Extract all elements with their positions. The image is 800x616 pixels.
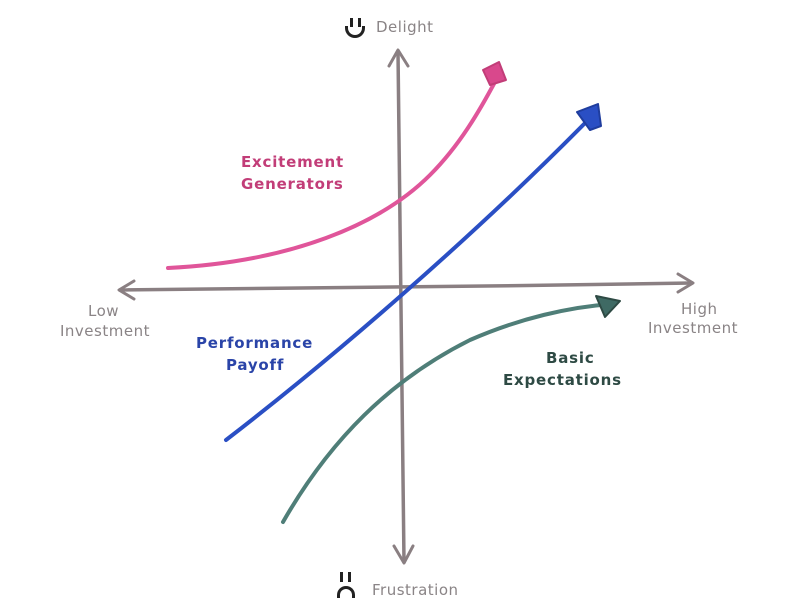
low-investment-label: Investment	[60, 322, 150, 340]
basic-curve	[281, 302, 614, 524]
horizontal-axis-right-arrow	[676, 272, 695, 294]
performance-arrowhead	[576, 103, 602, 131]
performance-label-line2: Payoff	[226, 356, 285, 374]
excitement-curve	[166, 78, 498, 270]
performance-curve	[224, 116, 592, 442]
performance-label-line1: Performance	[196, 334, 314, 352]
high-investment-label: Investment	[648, 319, 738, 337]
high-label: High	[681, 300, 718, 318]
vertical-axis-top-arrow	[387, 48, 410, 68]
basic-arrowhead	[595, 295, 621, 318]
frustration-label: Frustration	[372, 581, 459, 599]
smile-face-icon	[343, 14, 369, 44]
delight-label: Delight	[376, 18, 434, 36]
frown-face-icon	[333, 570, 359, 602]
basic-label-line1: Basic	[546, 349, 595, 367]
vertical-axis-bottom-arrow	[392, 544, 415, 565]
horizontal-axis	[118, 281, 694, 292]
vertical-axis	[396, 50, 406, 564]
excitement-label-line1: Excitement	[241, 153, 344, 171]
excitement-arrowhead	[482, 61, 507, 86]
horizontal-axis-left-arrow	[117, 279, 136, 301]
excitement-label-line2: Generators	[241, 175, 344, 193]
basic-label-line2: Expectations	[503, 371, 622, 389]
low-label: Low	[88, 302, 120, 320]
